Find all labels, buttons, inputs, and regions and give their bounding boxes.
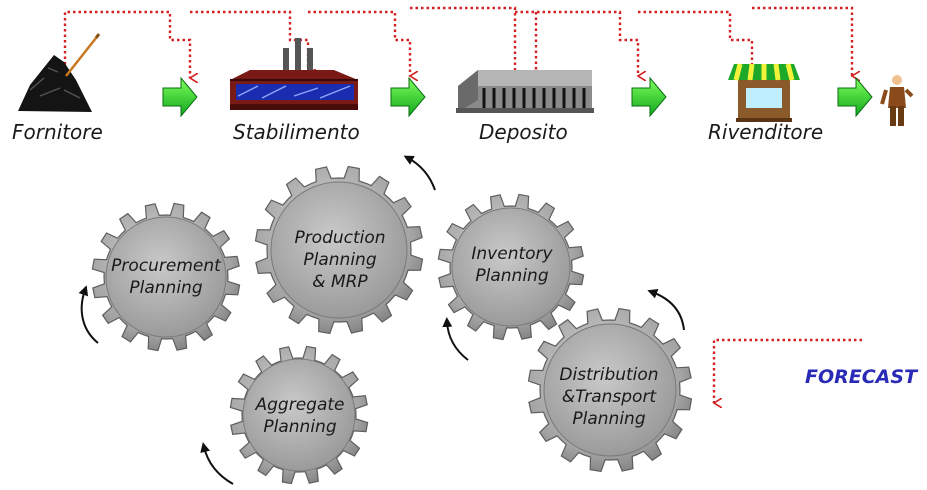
cycle-arrow-4: [442, 317, 469, 361]
label-rivenditore: Rivenditore: [708, 120, 824, 144]
flow-arrow-1: [162, 76, 198, 118]
cycle-arrows: [78, 155, 685, 485]
flow-arrow-4: [837, 76, 873, 118]
info-line-7: [638, 10, 752, 76]
cycle-arrow-2: [403, 155, 436, 191]
material-flow-arrows: [162, 76, 873, 118]
information-flow-lines: [63, 6, 862, 403]
cycle-arrow-3: [647, 289, 685, 331]
coal-pile-icon: [18, 33, 101, 112]
gear-hub-production: [270, 181, 408, 319]
info-line-2: [190, 10, 308, 74]
gear-hub-procurement: [105, 216, 227, 338]
flow-arrow-3: [631, 76, 667, 118]
flow-arrow-2: [390, 76, 426, 118]
gear-hub-distribution: [543, 323, 677, 457]
customer-icon: [880, 75, 914, 126]
cycle-arrow-5: [200, 442, 234, 485]
gear-hub-aggregate: [242, 358, 356, 472]
label-fornitore: Fornitore: [12, 120, 103, 144]
factory-icon: [230, 38, 358, 110]
gear-label-procurement: Procurement Planning: [111, 256, 221, 298]
warehouse-icon: [456, 70, 594, 113]
info-line-4: [410, 6, 517, 78]
planning-gears: [91, 165, 693, 485]
gear-label-production: Production Planning & MRP: [294, 228, 386, 292]
gear-label-aggregate: Aggregate Planning: [255, 395, 345, 437]
info-line-1: [63, 10, 190, 78]
gear-label-inventory: Inventory Planning: [471, 244, 553, 286]
cycle-arrow-1: [78, 285, 99, 344]
info-line-5: [515, 10, 638, 76]
info-line-8: [752, 6, 852, 76]
forecast-label: FORECAST: [805, 366, 918, 388]
label-stabilimento: Stabilimento: [233, 120, 360, 144]
gear-hub-inventory: [451, 207, 571, 327]
shop-icon: [728, 63, 800, 122]
label-deposito: Deposito: [479, 120, 568, 144]
gear-label-distribution: Distribution &Transport Planning: [559, 365, 659, 429]
info-line-3: [308, 10, 410, 76]
